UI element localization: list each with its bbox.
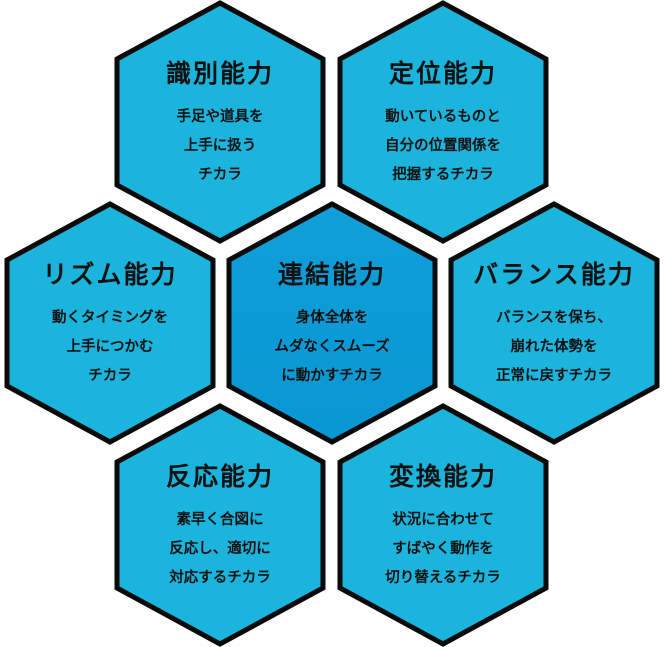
description-line: 把握するチカラ	[392, 167, 494, 183]
description-line: 反応し、適切に	[169, 541, 271, 557]
description-line: ムダなくスムーズ	[274, 339, 390, 355]
description-line: に動かすチカラ	[281, 368, 383, 384]
hexagon-henkan: 変換能力 状況に合わせて すばやく動作を 切り替えるチカラ	[343, 462, 543, 593]
hexagon-shape-hannou	[114, 403, 326, 647]
description-line: 身体全体を	[295, 310, 369, 326]
description-line: 崩れた体勢を	[510, 339, 598, 355]
hexagon-balance: バランス能力 バランスを保ち、 崩れた体勢を 正常に戻すチカラ	[454, 260, 654, 391]
hexagon-title: 定位能力	[388, 59, 497, 88]
hexagon-description: 身体全体を ムダなくスムーズ に動かすチカラ	[232, 304, 432, 391]
description-line: 動くタイミングを	[52, 310, 168, 326]
hexagon-description: 状況に合わせて すばやく動作を 切り替えるチカラ	[343, 506, 543, 593]
description-line: 切り替えるチカラ	[385, 570, 501, 586]
hexagon-renketsu: 連結能力 身体全体を ムダなくスムーズ に動かすチカラ	[232, 260, 432, 391]
hexagon-shape-renketsu	[226, 201, 438, 445]
description-line: チカラ	[88, 368, 132, 384]
hexagon-description: 手足や道具を 上手に扱う チカラ	[120, 103, 320, 190]
hexagon-description: バランスを保ち、 崩れた体勢を 正常に戻すチカラ	[454, 304, 654, 391]
hexagon-title: 反応能力	[165, 462, 274, 491]
hexagon-tei-i: 定位能力 動いているものと 自分の位置関係を 把握するチカラ	[343, 59, 543, 190]
hexagon-description: 動いているものと 自分の位置関係を 把握するチカラ	[343, 103, 543, 190]
hexagon-hannou: 反応能力 素早く合図に 反応し、適切に 対応するチカラ	[120, 462, 320, 593]
hexagon-title: 識別能力	[165, 59, 274, 88]
hexagon-description: 素早く合図に 反応し、適切に 対応するチカラ	[120, 506, 320, 593]
hexagon-title: 連結能力	[277, 260, 386, 289]
description-line: 上手につかむ	[66, 339, 154, 355]
description-line: 上手に扱う	[183, 138, 257, 154]
hexagon-rhythm: リズム能力 動くタイミングを 上手につかむ チカラ	[10, 260, 210, 391]
description-line: チカラ	[198, 167, 242, 183]
hexagon-description: 動くタイミングを 上手につかむ チカラ	[10, 304, 210, 391]
hexagon-shape-balance	[448, 201, 660, 445]
hexagon-title: リズム能力	[42, 260, 178, 289]
description-line: バランスを保ち、	[496, 310, 612, 326]
hexagon-shape-shikibetsu	[114, 0, 326, 244]
description-line: 自分の位置関係を	[385, 138, 501, 154]
hexagon-shikibetsu: 識別能力 手足や道具を 上手に扱う チカラ	[120, 59, 320, 190]
description-line: 状況に合わせて	[392, 512, 494, 528]
description-line: 動いているものと	[385, 109, 501, 125]
description-line: 素早く合図に	[176, 512, 264, 528]
hexagon-shape-tei-i	[337, 0, 549, 244]
hexagon-title: 変換能力	[388, 462, 497, 491]
description-line: 対応するチカラ	[169, 570, 271, 586]
description-line: 正常に戻すチカラ	[496, 368, 612, 384]
hexagon-shape-henkan	[337, 403, 549, 647]
description-line: 手足や道具を	[176, 109, 264, 125]
hexagon-shape-rhythm	[4, 201, 216, 445]
description-line: すばやく動作を	[392, 541, 494, 557]
hexagon-title: バランス能力	[473, 260, 635, 289]
